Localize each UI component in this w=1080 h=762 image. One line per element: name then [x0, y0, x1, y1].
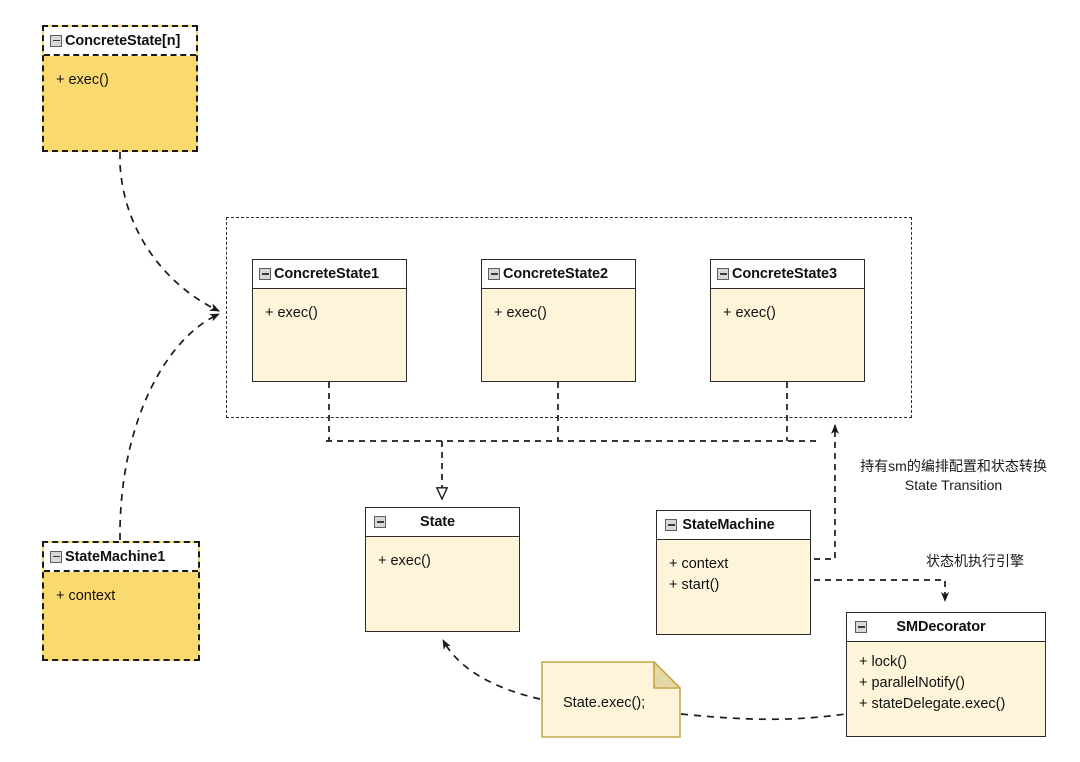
- note-text: State.exec();: [563, 695, 646, 711]
- class-box-statemachine[interactable]: StateMachine + context + start(): [656, 510, 811, 635]
- collapse-minus-icon[interactable]: [488, 268, 500, 280]
- class-box-smdecorator[interactable]: SMDecorator + lock() + parallelNotify() …: [846, 612, 1046, 737]
- class-title: StateMachine: [682, 517, 775, 533]
- class-box-statemachine1[interactable]: StateMachine1 + context: [42, 541, 200, 661]
- note-state-exec[interactable]: State.exec();: [541, 660, 682, 738]
- class-members-smdecorator: + lock() + parallelNotify() + stateDeleg…: [847, 642, 1045, 715]
- collapse-minus-icon[interactable]: [717, 268, 729, 280]
- class-member: + start(): [669, 577, 720, 593]
- class-header-concretestate3: ConcreteState3: [711, 260, 864, 289]
- edge-concretestate-n-to-group: [119, 152, 220, 312]
- class-box-state[interactable]: State + exec(): [365, 507, 520, 632]
- class-header-smdecorator: SMDecorator: [847, 613, 1045, 642]
- class-title: State: [420, 514, 455, 530]
- class-member: + parallelNotify(): [859, 675, 965, 691]
- collapse-minus-icon[interactable]: [50, 550, 62, 563]
- edge-statemachine1-to-group: [119, 313, 220, 540]
- annotation-engine: 状态机执行引擎: [926, 552, 1024, 571]
- class-member: + lock(): [859, 654, 907, 670]
- collapse-minus-icon[interactable]: [374, 516, 386, 528]
- class-members-concretestate-n: + exec(): [44, 56, 196, 91]
- class-members-statemachine: + context + start(): [657, 540, 810, 596]
- concrete-states-group-frame: [226, 217, 912, 418]
- class-title: ConcreteState2: [503, 266, 608, 282]
- class-member: + exec(): [56, 72, 109, 88]
- annotation-line-1: 持有sm的编排配置和状态转换: [860, 458, 1047, 474]
- edge-note-to-state: [442, 639, 541, 700]
- class-members-statemachine1: + context: [44, 572, 198, 607]
- edge-note-to-smdecorator: [680, 713, 847, 721]
- collapse-minus-icon[interactable]: [665, 519, 677, 531]
- annotation-engine-text: 状态机执行引擎: [926, 553, 1024, 569]
- note-shape: [541, 660, 682, 738]
- class-member: + exec(): [494, 305, 547, 321]
- class-member: + exec(): [378, 553, 431, 569]
- class-members-concretestate1: + exec(): [253, 289, 406, 324]
- class-box-concretestate-n[interactable]: ConcreteState[n] + exec(): [42, 25, 198, 152]
- class-box-concretestate1[interactable]: ConcreteState1 + exec(): [252, 259, 407, 382]
- class-title: ConcreteState3: [732, 266, 837, 282]
- class-box-concretestate2[interactable]: ConcreteState2 + exec(): [481, 259, 636, 382]
- class-member: + context: [669, 556, 729, 572]
- class-members-state: + exec(): [366, 537, 519, 572]
- class-header-concretestate1: ConcreteState1: [253, 260, 406, 289]
- annotation-state-transition: 持有sm的编排配置和状态转换 State Transition: [841, 457, 1066, 495]
- class-members-concretestate3: + exec(): [711, 289, 864, 324]
- class-header-statemachine: StateMachine: [657, 511, 810, 540]
- class-title: ConcreteState[n]: [65, 32, 181, 49]
- class-header-statemachine1: StateMachine1: [44, 543, 198, 572]
- class-members-concretestate2: + exec(): [482, 289, 635, 324]
- class-title: SMDecorator: [896, 619, 986, 635]
- class-member: + exec(): [723, 305, 776, 321]
- class-title: StateMachine1: [65, 548, 166, 565]
- collapse-minus-icon[interactable]: [855, 621, 867, 633]
- collapse-minus-icon[interactable]: [259, 268, 271, 280]
- class-header-concretestate-n: ConcreteState[n]: [44, 27, 196, 56]
- class-header-concretestate2: ConcreteState2: [482, 260, 635, 289]
- annotation-line-2: State Transition: [904, 477, 1003, 493]
- class-title: ConcreteState1: [274, 266, 379, 282]
- class-box-concretestate3[interactable]: ConcreteState3 + exec(): [710, 259, 865, 382]
- collapse-minus-icon[interactable]: [50, 34, 62, 47]
- class-member: + stateDelegate.exec(): [859, 696, 1006, 712]
- class-member: + exec(): [265, 305, 318, 321]
- class-member: + context: [56, 588, 116, 604]
- class-header-state: State: [366, 508, 519, 537]
